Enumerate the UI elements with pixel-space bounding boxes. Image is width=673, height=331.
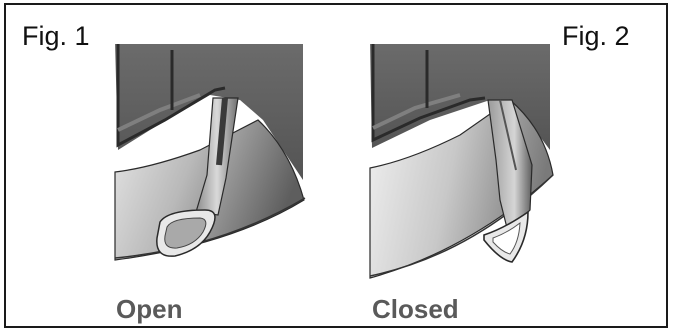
caption-closed: Closed <box>372 294 459 324</box>
fig1-panel-edge <box>114 197 306 259</box>
fig1-label: Fig. 1 <box>22 21 90 51</box>
fig1-dark-panel <box>115 44 303 180</box>
caption-open: Open <box>116 294 183 324</box>
fig1-window-frame-inner <box>117 93 201 132</box>
fig2-window-frame-inner <box>372 93 461 130</box>
fig2-label: Fig. 2 <box>562 21 630 51</box>
fig1-handle-grip-inner <box>164 217 207 249</box>
fig2-illustration <box>369 44 554 279</box>
fig1-window-frame <box>116 44 226 148</box>
fig2-window-frame <box>371 44 486 143</box>
fig2-latch-grip-inner <box>492 221 521 255</box>
fig2-latch-groove <box>499 99 517 171</box>
fig2-panel-edge <box>369 174 554 277</box>
fig1-handle-groove <box>216 97 228 166</box>
figure-frame <box>4 3 668 328</box>
fig1-illustration <box>114 44 306 261</box>
